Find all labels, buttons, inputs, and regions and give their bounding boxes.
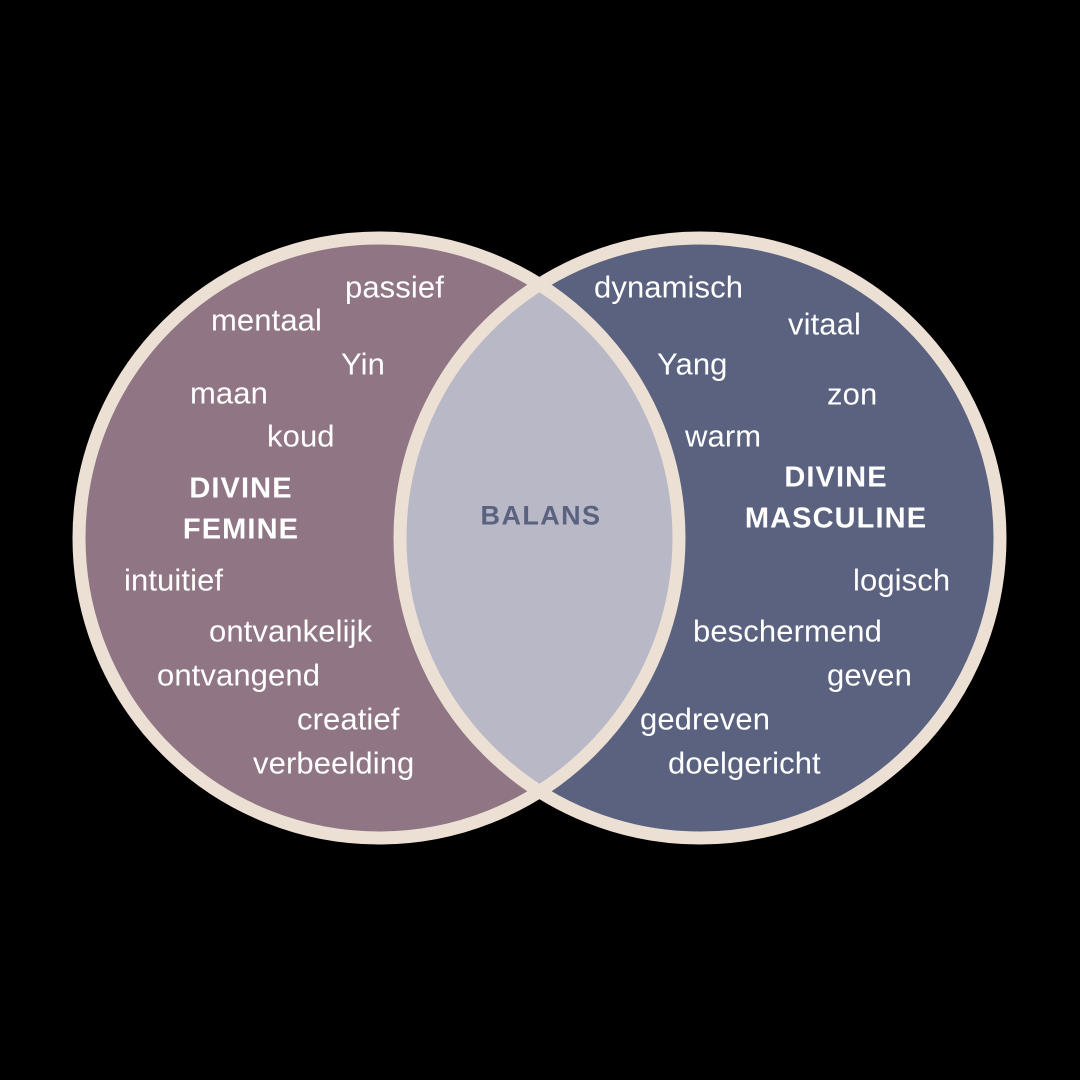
intersection-label-balans: BALANS xyxy=(480,500,602,531)
word-beschermend: beschermend xyxy=(693,613,882,649)
word-doelgericht: doelgericht xyxy=(668,745,821,781)
word-logisch: logisch xyxy=(853,562,951,598)
word-yang: Yang xyxy=(657,346,728,382)
word-warm: warm xyxy=(685,418,762,454)
word-intuitief: intuitief xyxy=(124,562,224,598)
word-koud: koud xyxy=(267,418,335,454)
circle-divine-masculine-outline xyxy=(393,231,1007,845)
word-creatief: creatief xyxy=(297,701,400,737)
set-title-divine-masculine-line2: MASCULINE xyxy=(744,502,928,535)
word-verbeelding: verbeelding xyxy=(253,745,415,781)
word-yin: Yin xyxy=(341,346,385,382)
word-dynamisch: dynamisch xyxy=(594,269,744,305)
word-geven: geven xyxy=(827,657,912,693)
circle-divine-femine-outline xyxy=(72,231,686,845)
word-passief: passief xyxy=(345,269,444,305)
word-zon: zon xyxy=(827,376,878,412)
set-title-divine-femine-line2: FEMINE xyxy=(182,513,300,546)
set-title-divine-femine-line1: DIVINE xyxy=(189,472,293,505)
word-ontvankelijk: ontvankelijk xyxy=(209,613,373,649)
word-gedreven: gedreven xyxy=(640,701,771,737)
word-vitaal: vitaal xyxy=(788,306,861,342)
word-ontvangend: ontvangend xyxy=(157,657,321,693)
intersection-balans xyxy=(400,238,679,838)
set-title-divine-masculine-line1: DIVINE xyxy=(784,461,888,494)
word-mentaal: mentaal xyxy=(211,302,322,338)
word-maan: maan xyxy=(190,375,268,411)
